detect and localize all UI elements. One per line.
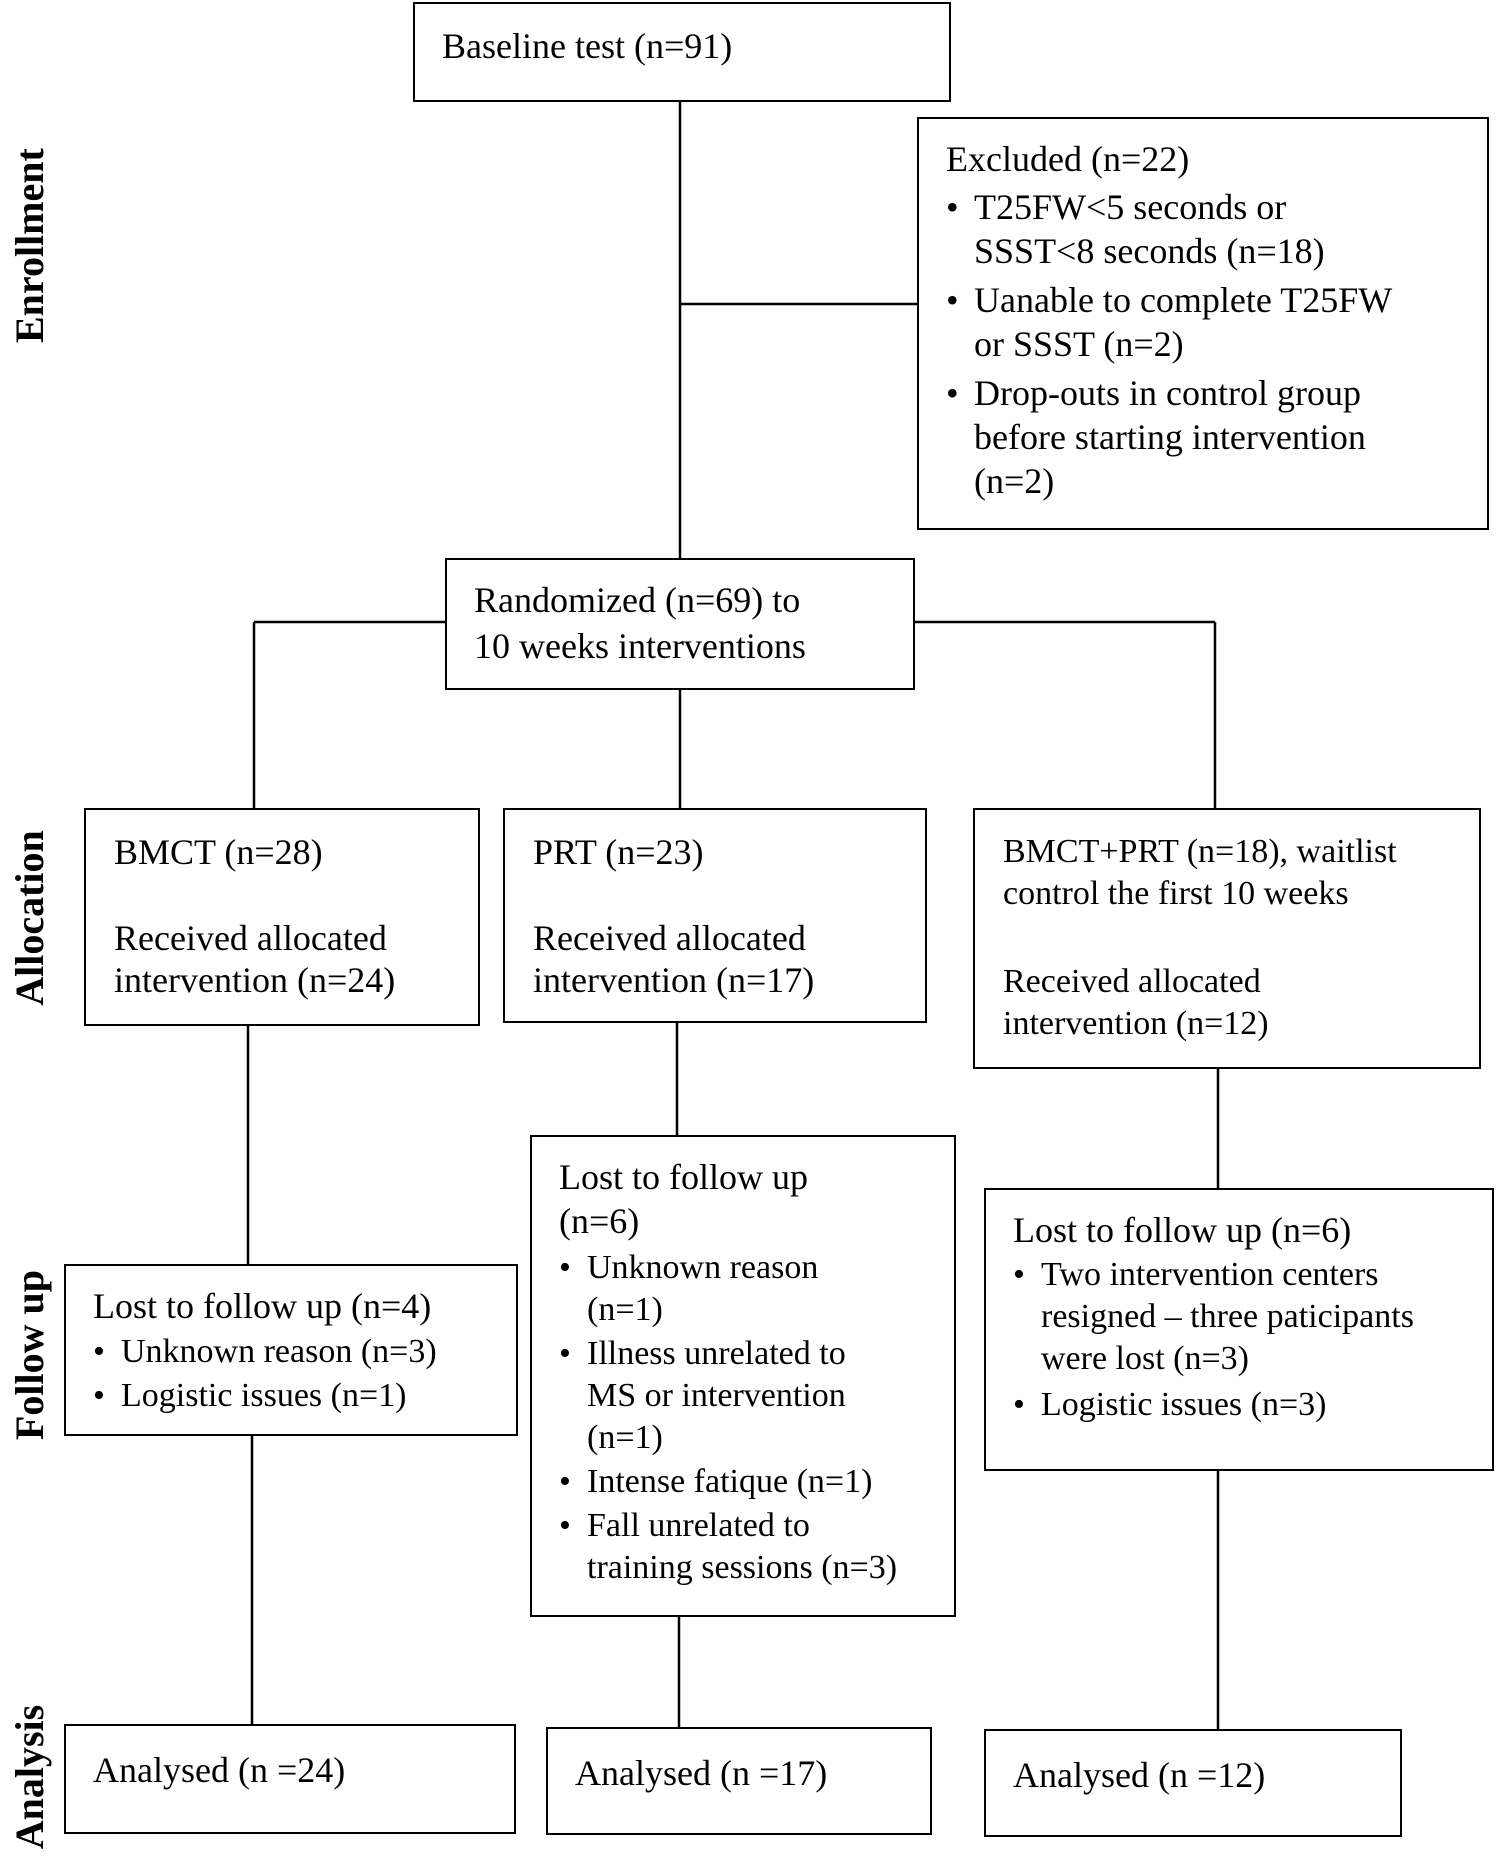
excluded-box: Excluded (n=22) T25FW<5 seconds orSSST<8… [917, 117, 1489, 530]
analysis-prt-text: Analysed (n =17) [575, 1753, 828, 1793]
allocation-prt-received1: Received allocated [533, 918, 806, 958]
allocation-prt-received2: intervention (n=17) [533, 960, 815, 1000]
allocation-combo-received1: Received allocated [1003, 963, 1261, 1000]
randomized-line1: Randomized (n=69) to [474, 580, 801, 620]
allocation-combo-title2: control the first 10 weeks [1003, 875, 1349, 912]
randomized-line2: 10 weeks interventions [474, 626, 806, 666]
followup-prt-title1: Lost to follow up [559, 1157, 808, 1197]
followup-combo-title: Lost to follow up (n=6) [1013, 1210, 1352, 1250]
followup-prt-title2: (n=6) [559, 1201, 640, 1241]
allocation-prt-title: PRT (n=23) [533, 832, 704, 872]
stage-label-allocation: Allocation [7, 830, 52, 1006]
allocation-bmct-received2: intervention (n=24) [114, 960, 396, 1000]
followup-combo-item: Logistic issues (n=3) [1013, 1384, 1414, 1426]
analysis-bmct-text: Analysed (n =24) [93, 1750, 346, 1790]
allocation-combo-received2: intervention (n=12) [1003, 1005, 1269, 1042]
followup-prt-item: Unknown reason(n=1) [559, 1247, 897, 1331]
allocation-bmct-title: BMCT (n=28) [114, 832, 323, 872]
randomized-box: Randomized (n=69) to 10 weeks interventi… [445, 558, 915, 690]
stage-label-analysis: Analysis [7, 1704, 52, 1850]
analysis-bmct-box: Analysed (n =24) [64, 1724, 516, 1834]
allocation-bmct-box: BMCT (n=28) Received allocated intervent… [84, 808, 480, 1026]
stage-label-enrollment: Enrollment [7, 148, 52, 343]
allocation-bmct-received1: Received allocated [114, 918, 387, 958]
followup-bmct-list: Unknown reason (n=3) Logistic issues (n=… [93, 1330, 437, 1418]
baseline-text: Baseline test (n=91) [442, 26, 733, 66]
analysis-prt-box: Analysed (n =17) [546, 1727, 932, 1835]
followup-prt-item: Intense fatique (n=1) [559, 1461, 897, 1503]
excluded-title: Excluded (n=22) [946, 139, 1190, 179]
followup-bmct-title: Lost to follow up (n=4) [93, 1286, 432, 1326]
allocation-combo-title1: BMCT+PRT (n=18), waitlist [1003, 833, 1397, 870]
followup-bmct-item: Logistic issues (n=1) [93, 1374, 437, 1418]
followup-prt-list: Unknown reason(n=1) Illness unrelated to… [559, 1247, 897, 1589]
baseline-box: Baseline test (n=91) [413, 2, 951, 102]
allocation-prt-box: PRT (n=23) Received allocated interventi… [503, 808, 927, 1023]
followup-bmct-box: Lost to follow up (n=4) Unknown reason (… [64, 1264, 518, 1436]
stage-label-follow-up: Follow up [7, 1269, 52, 1441]
analysis-combo-box: Analysed (n =12) [984, 1729, 1402, 1837]
followup-prt-box: Lost to follow up (n=6) Unknown reason(n… [530, 1135, 956, 1617]
analysis-combo-text: Analysed (n =12) [1013, 1755, 1266, 1795]
followup-bmct-item: Unknown reason (n=3) [93, 1330, 437, 1374]
followup-combo-box: Lost to follow up (n=6) Two intervention… [984, 1188, 1494, 1471]
allocation-combo-box: BMCT+PRT (n=18), waitlist control the fi… [973, 808, 1481, 1069]
